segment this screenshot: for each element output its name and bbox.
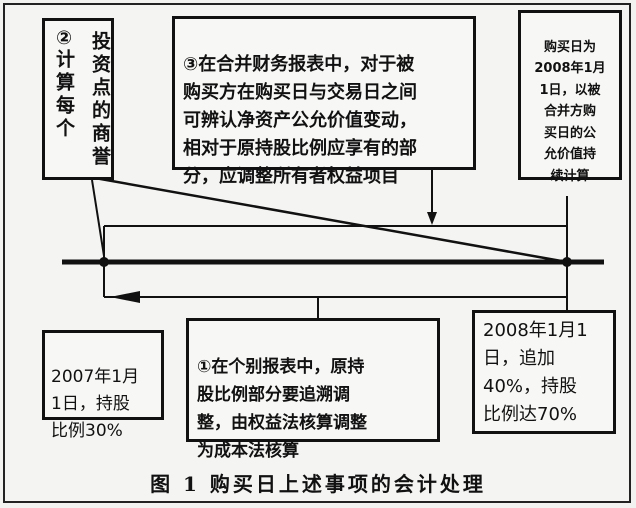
date-2008-line1: 2008年1月1 — [483, 320, 588, 341]
date-2008-line4-value: 70% — [537, 404, 578, 425]
separate-statement-box: ①在个别报表中，原持 股比例部分要追溯调 整，由权益法核算调整 为成本法核算 — [186, 318, 440, 461]
separate-statement-text: ①在个别报表中，原持 股比例部分要追溯调 整，由权益法核算调整 为成本法核算 — [197, 357, 367, 461]
date-2008-line2: 日，追加 — [483, 348, 555, 369]
top-note-arrow-head — [427, 212, 437, 225]
figure-caption: 图 1 购买日上述事项的会计处理 — [150, 472, 486, 496]
goodwill-col1: 计算每个 — [53, 49, 75, 141]
consolidated-note-box: ③在合并财务报表中，对于被 购买方在购买日与交易日之间 可辨认净资产公允价值变动… — [172, 16, 476, 187]
date-2008-line4: 比例达70% — [483, 401, 605, 429]
goodwill-box: ② 计算每个 投资点的商誉 — [42, 18, 114, 180]
lower-arrow-head — [110, 291, 140, 303]
goodwill-col2: 投资点的商誉 — [89, 31, 111, 169]
date-2007-box: 2007年1月 1日，持股 比例30% — [42, 330, 164, 441]
date-2008-box: 2008年1月1 日，追加 40%，持股 比例达70% — [472, 310, 616, 434]
date-2008-line4-prefix: 比例达 — [483, 404, 537, 425]
goodwill-pointer — [91, 179, 105, 257]
purchase-date-box: 购买日为 2008年1月 1日，以被 合并方购 买日的公 允价值持 续计算 — [518, 10, 622, 184]
date-2007-text: 2007年1月 1日，持股 比例30% — [51, 367, 140, 441]
goodwill-diagonal — [77, 173, 568, 264]
date-2008-line3: 40%，持股 — [483, 376, 578, 397]
goodwill-marker: ② — [55, 27, 73, 49]
purchase-date-text: 购买日为 2008年1月 1日，以被 合并方购 买日的公 允价值持 续计算 — [534, 39, 606, 184]
consolidated-note-text: ③在合并财务报表中，对于被 购买方在购买日与交易日之间 可辨认净资产公允价值变动… — [183, 54, 417, 187]
